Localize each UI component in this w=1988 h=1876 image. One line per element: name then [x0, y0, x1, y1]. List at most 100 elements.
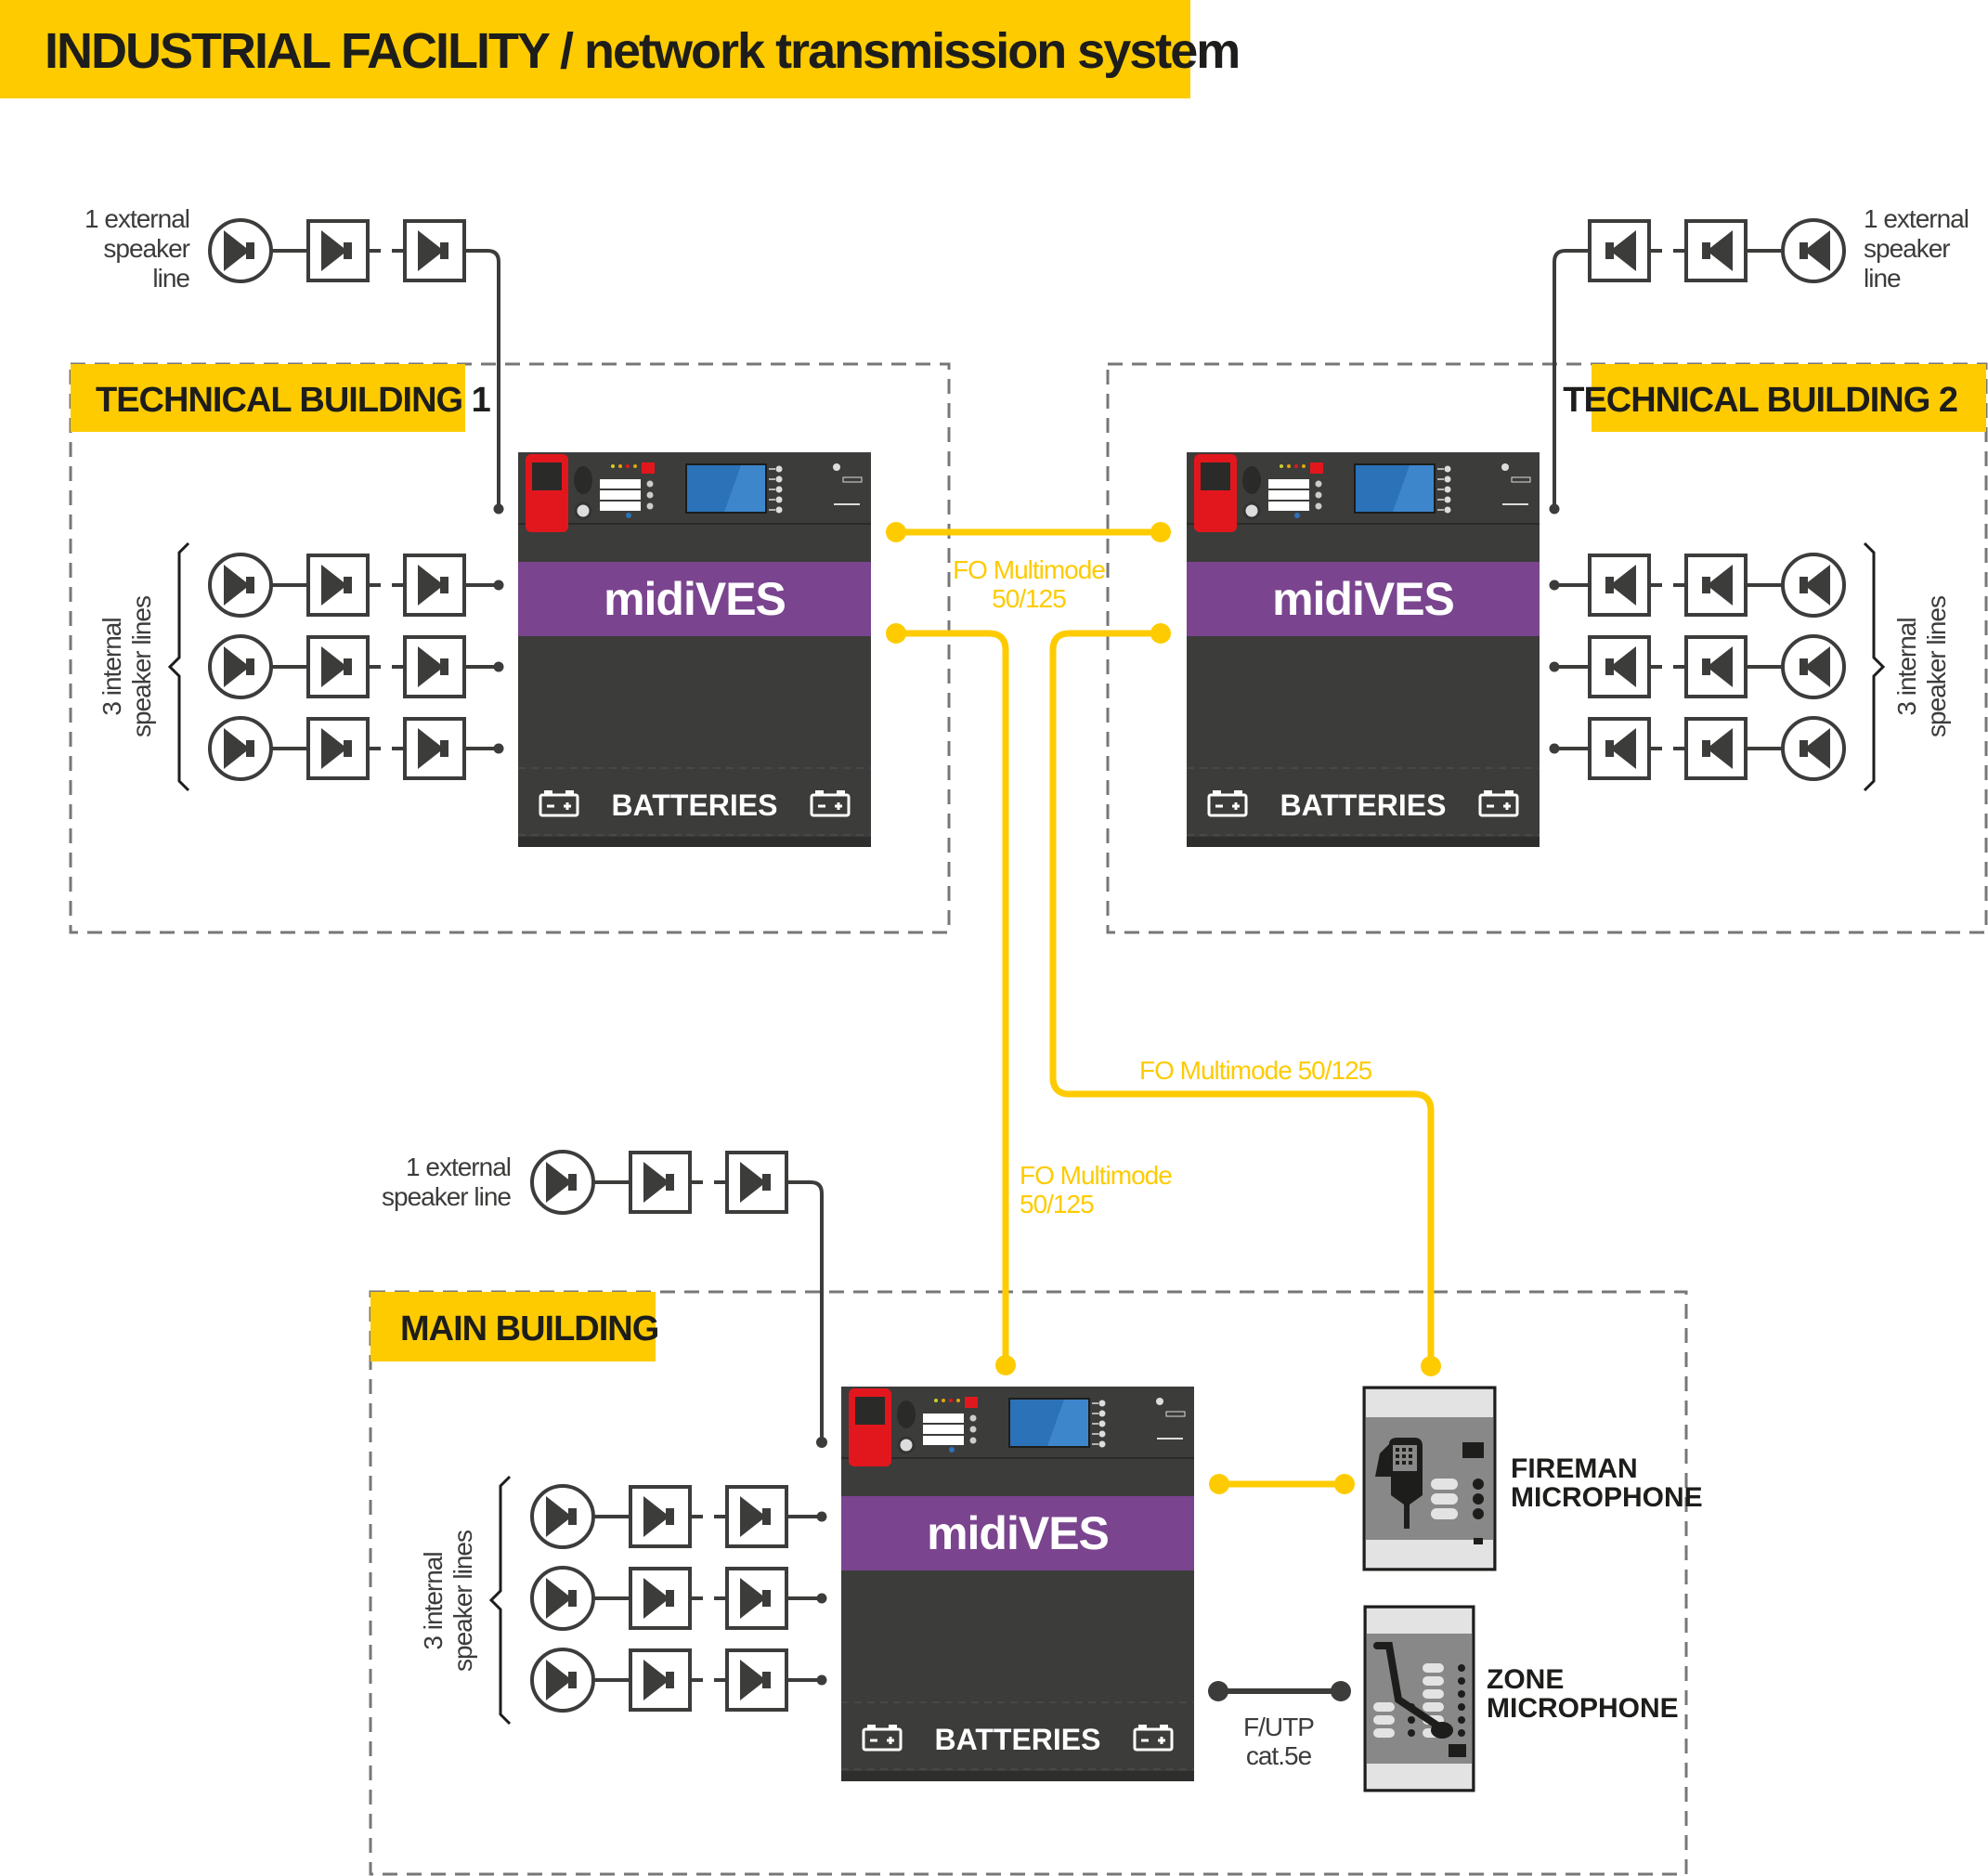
device-name-band [841, 1496, 1194, 1570]
internal-speaker-line-tb1 [208, 716, 504, 781]
speaker-icon [725, 1151, 788, 1214]
speaker-icon [1684, 219, 1748, 282]
external-speaker-line-tb1 [208, 218, 466, 283]
speaker-icon [403, 635, 466, 698]
building-boundary-main [369, 1290, 1688, 1876]
external-feed-tb2 [1553, 249, 1590, 509]
title-background [0, 0, 1190, 98]
speaker-icon [1781, 634, 1846, 699]
external-line-label-tb1: 1 external speaker line [84, 204, 191, 293]
svg-text:line: line [152, 264, 189, 293]
speaker-icon [306, 635, 370, 698]
building-label-tb2: TECHNICAL BUILDING 2 [1563, 364, 1986, 432]
speaker-icon [629, 1567, 692, 1630]
devices: midiVESBATTERIESmidiVESBATTERIESmidiVESB… [518, 452, 1540, 1781]
speaker-icon [1781, 716, 1846, 781]
futp-link: F/UTP cat.5e [1208, 1681, 1351, 1770]
building-label-tb1: TECHNICAL BUILDING 1 [71, 364, 492, 432]
brace-tb1 [167, 541, 190, 792]
fo-label-tb1-main-line2: 50/125 [1020, 1190, 1094, 1218]
connector-dot [1421, 1356, 1441, 1376]
speaker-icon [629, 1485, 692, 1548]
device-name: midiVES [1272, 573, 1454, 625]
fireman-microphone-label-line2: MICROPHONE [1511, 1482, 1703, 1513]
fo-connector-dots [886, 522, 1441, 1494]
svg-text:speaker lines: speaker lines [127, 596, 156, 737]
building-boundary-tb2 [1106, 362, 1988, 934]
speaker-icon [1684, 635, 1748, 698]
fo-label-tb2-fireman: FO Multimode 50/125 [1139, 1056, 1372, 1085]
connector-dot [886, 522, 906, 542]
fireman-microphone[interactable]: FIREMAN MICROPHONE [1362, 1386, 1703, 1571]
speaker-icon [530, 1484, 595, 1549]
futp-label-line2: cat.5e [1246, 1741, 1312, 1770]
speaker-icon [1588, 635, 1651, 698]
svg-text:MAIN BUILDING: MAIN BUILDING [400, 1309, 658, 1348]
speaker-icon [629, 1648, 692, 1712]
batteries-label: BATTERIES [1280, 788, 1447, 822]
zone-microphone-label-line2: MICROPHONE [1487, 1693, 1679, 1724]
batteries-label: BATTERIES [935, 1723, 1101, 1756]
svg-text:speaker: speaker [1864, 234, 1950, 263]
connector-dot [1334, 1474, 1355, 1494]
svg-text:3 internal: 3 internal [419, 1552, 448, 1649]
speaker-icon [1781, 218, 1846, 283]
internal-lines-label-tb1: 3 internal speaker lines [97, 596, 156, 737]
svg-text:1 external: 1 external [1864, 204, 1969, 233]
building-boundary-tb1 [69, 362, 951, 934]
connector-dot [1150, 522, 1171, 542]
speaker-icon [403, 219, 466, 282]
speaker-icon [530, 1566, 595, 1631]
fo-link-tb2-fireman [1049, 630, 1435, 1370]
speaker-icon [403, 717, 466, 780]
device-name-band [518, 562, 871, 636]
speaker-icon [1588, 717, 1651, 780]
speaker-icon [1684, 717, 1748, 780]
speaker-icon [306, 717, 370, 780]
svg-text:3 internal: 3 internal [97, 618, 126, 715]
connector-dot [886, 623, 906, 644]
internal-lines-label-main: 3 internal speaker lines [419, 1531, 477, 1672]
device-name: midiVES [927, 1507, 1109, 1559]
connector-dot [1209, 1474, 1229, 1494]
speaker-icon [530, 1150, 595, 1215]
speaker-icon [208, 218, 273, 283]
svg-text:speaker line: speaker line [382, 1182, 511, 1211]
external-feed-main [786, 1180, 824, 1442]
external-line-label-main: 1 external speaker line [382, 1153, 512, 1211]
internal-speaker-line-tb1 [208, 634, 504, 699]
midives-device[interactable]: midiVES BATTERIES [841, 1387, 1194, 1781]
speaker-icon [725, 1567, 788, 1630]
speaker-lines [208, 218, 1846, 1713]
speaker-icon [208, 553, 273, 618]
speaker-icon [1588, 554, 1651, 617]
fo-link-tb1-main [892, 630, 1009, 1368]
svg-text:speaker lines: speaker lines [448, 1531, 477, 1672]
device-body [841, 1387, 1194, 1781]
midives-device[interactable]: midiVES BATTERIES [1187, 452, 1540, 847]
svg-text:1 external: 1 external [84, 204, 189, 233]
speaker-icon [1781, 553, 1846, 618]
fireman-microphone-label-line1: FIREMAN [1511, 1453, 1638, 1484]
speaker-icon [1684, 554, 1748, 617]
internal-speaker-line-tb2 [1549, 716, 1846, 781]
zone-microphone-label-line1: ZONE [1487, 1664, 1564, 1695]
internal-speaker-line-tb2 [1549, 553, 1846, 618]
internal-speaker-line-tb2 [1549, 634, 1846, 699]
device-body [1187, 452, 1540, 847]
svg-text:3 internal: 3 internal [1892, 618, 1921, 715]
zone-microphone[interactable]: ZONE MICROPHONE [1363, 1605, 1679, 1792]
speaker-icon [1588, 219, 1651, 282]
svg-text:TECHNICAL BUILDING 2: TECHNICAL BUILDING 2 [1563, 381, 1957, 420]
external-feed-tb1 [464, 249, 500, 509]
fo-links [892, 528, 1435, 1488]
device-front-panel [518, 454, 871, 532]
brace-tb2 [1863, 541, 1886, 792]
speaker-icon [208, 634, 273, 699]
external-speaker-line-main [530, 1150, 788, 1215]
device-body [518, 452, 871, 847]
internal-lines-label-tb2: 3 internal speaker lines [1892, 596, 1951, 737]
svg-text:speaker: speaker [103, 234, 189, 263]
